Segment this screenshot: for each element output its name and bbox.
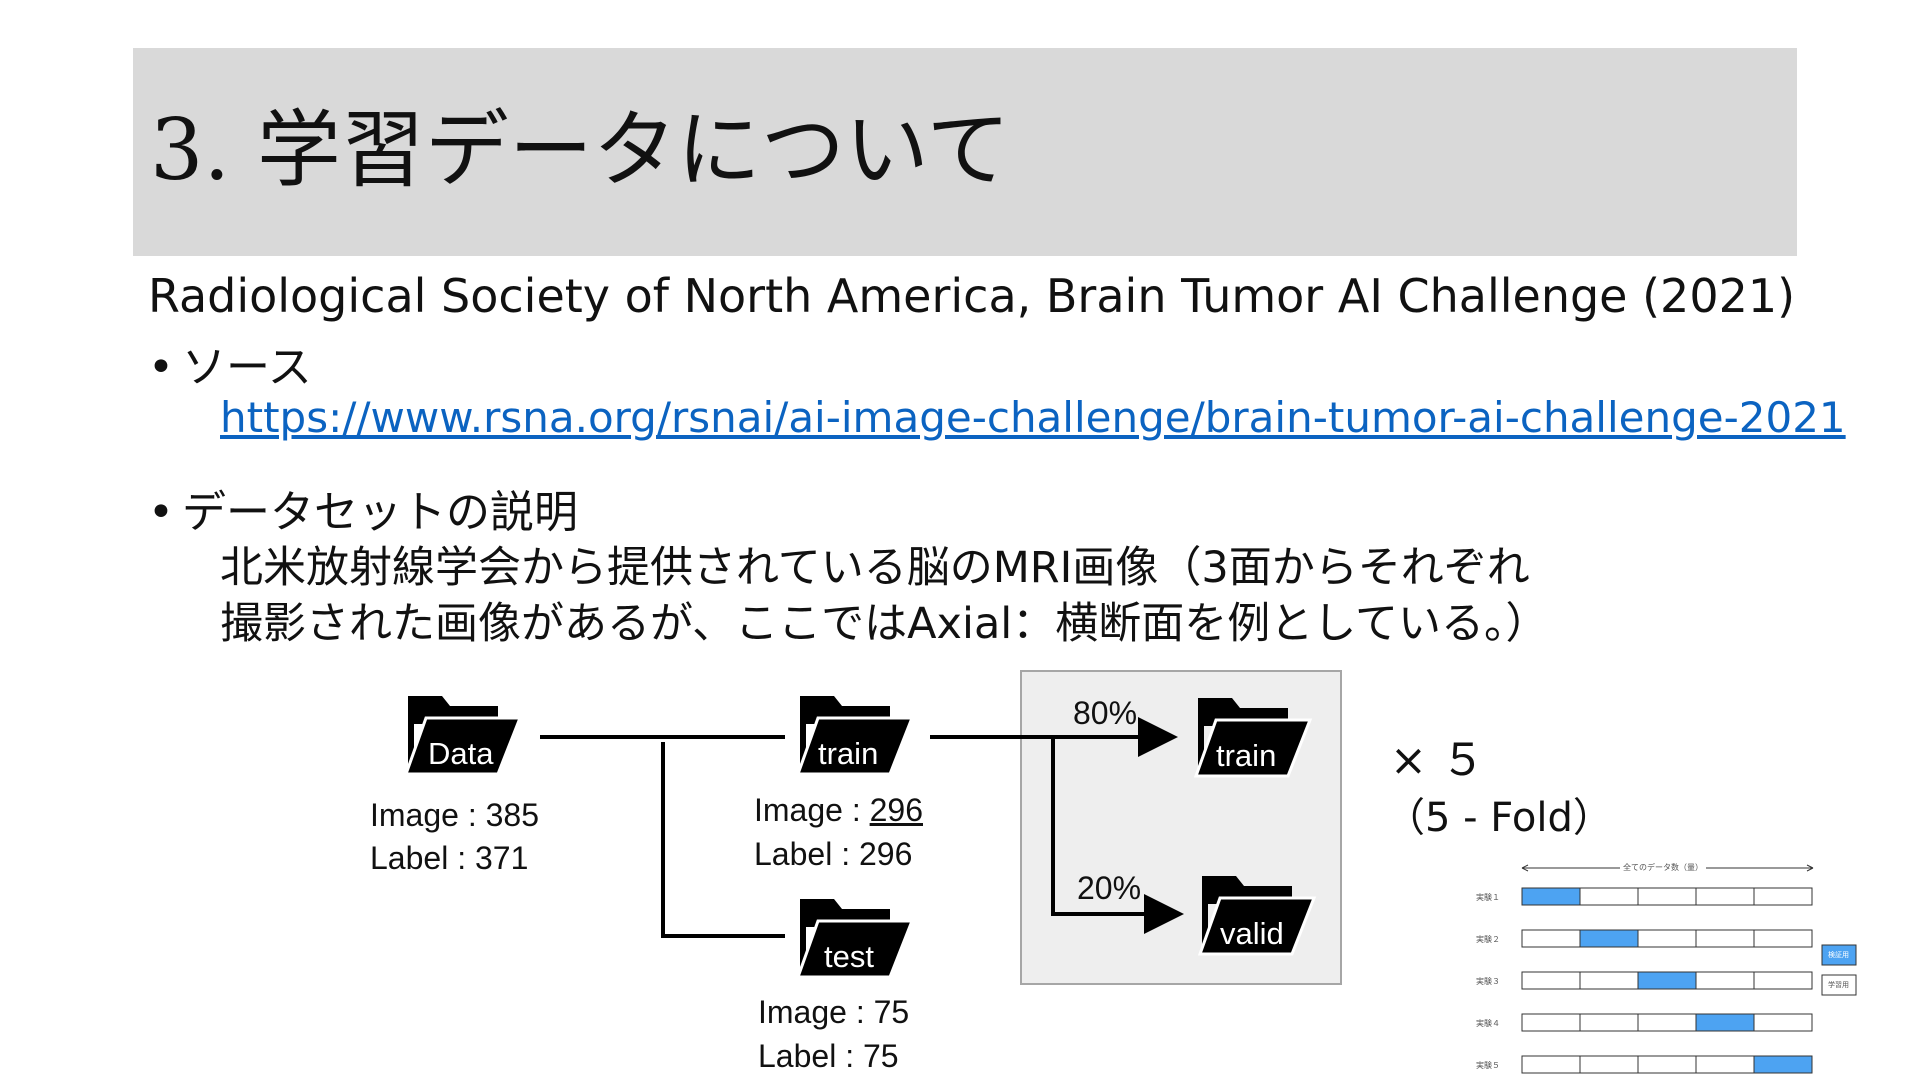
- kfold-training-cell: [1579, 971, 1639, 990]
- kfold-row-label: 実験３: [1476, 977, 1500, 986]
- kfold-training-cell: [1579, 887, 1639, 906]
- kfold-header-arrow-left: [1521, 864, 1529, 872]
- kfold-training-cell: [1695, 929, 1755, 948]
- kfold-validation-cell: [1695, 1013, 1755, 1032]
- bullet-dataset-text: データセットの説明: [182, 487, 578, 538]
- title-bar: [133, 48, 1797, 256]
- kfold-training-cell: [1753, 887, 1813, 906]
- kfold-header-arrow-right: [1806, 864, 1814, 872]
- kfold-training-cell: [1637, 887, 1697, 906]
- dataset-description-line-2: 撮影された画像があるが、ここではAxial：横断面を例としている。）: [220, 599, 1549, 649]
- kfold-row-label: 実験４: [1476, 1019, 1500, 1028]
- valid-split-arrow: [1051, 737, 1184, 934]
- kfold-validation-cell: [1579, 929, 1639, 948]
- bullet-source-text: ソース: [182, 342, 312, 393]
- kfold-training-cell: [1637, 1055, 1697, 1074]
- data-image-count: Image : 385: [370, 797, 539, 833]
- kfold-training-cell: [1695, 887, 1755, 906]
- train-split-percent: 80%: [1073, 695, 1138, 731]
- train-folder-label: train: [818, 736, 879, 771]
- test-label-count: Label : 75: [758, 1038, 899, 1074]
- kfold-training-cell: [1579, 1055, 1639, 1074]
- kfold-training-cell: [1521, 1013, 1581, 1032]
- kfold-training-cell: [1753, 971, 1813, 990]
- folder-icon: [1193, 698, 1313, 778]
- dataset-description-line-1: 北米放射線学会から提供されている脳のMRI画像（3面からそれぞれ: [220, 543, 1530, 593]
- folder-icon: [1197, 876, 1317, 956]
- slide-title: 3. 学習データについて: [150, 101, 1011, 199]
- kfold-training-cell: [1753, 1013, 1813, 1032]
- train-image-value: 296: [869, 792, 923, 828]
- bullet-dot-icon: •: [148, 487, 174, 538]
- times-five: × ５: [1390, 735, 1485, 786]
- kfold-row-label: 実験１: [1476, 893, 1500, 902]
- kfold-training-cell: [1637, 929, 1697, 948]
- kfold-row-label: 実験２: [1476, 935, 1500, 944]
- split-train-folder-label: train: [1216, 738, 1277, 773]
- data-folder: Data: [400, 690, 525, 780]
- bullet-source: •ソース: [148, 340, 312, 396]
- bullet-dot-icon: •: [148, 342, 174, 393]
- test-image-count: Image : 75: [758, 994, 910, 1030]
- kfold-legend-train: 学習用: [1828, 981, 1849, 989]
- valid-split-percent: 20%: [1077, 870, 1142, 906]
- split-train-folder: train: [1190, 692, 1315, 782]
- kfold-validation-cell: [1753, 1055, 1813, 1074]
- kfold-grid: [1521, 864, 1857, 1074]
- kfold-training-cell: [1579, 1013, 1639, 1032]
- kfold-legend-valid: 検証用: [1828, 951, 1849, 959]
- train-image-prefix: Image :: [754, 792, 870, 828]
- kfold-training-cell: [1521, 1055, 1581, 1074]
- train-label-count: Label : 296: [754, 836, 913, 872]
- kfold-row-label: 実験５: [1476, 1061, 1500, 1070]
- kfold-training-cell: [1521, 971, 1581, 990]
- data-label-count: Label : 371: [370, 840, 529, 876]
- test-folder-label: test: [824, 939, 874, 974]
- train-image-count: Image : 296: [754, 788, 923, 832]
- folder-icon: [795, 899, 915, 979]
- kfold-training-cell: [1695, 1055, 1755, 1074]
- slide-subtitle: Radiological Society of North America, B…: [148, 269, 1796, 323]
- kfold-validation-cell: [1637, 971, 1697, 990]
- kfold-training-cell: [1753, 929, 1813, 948]
- bullet-dataset: •データセットの説明: [148, 485, 578, 541]
- kfold-diagram: 全てのデータ数（量） 実験１ 実験２ 実験３ 実験４ 実験５ 検証用 学習用: [1470, 858, 1870, 1080]
- source-link[interactable]: https://www.rsna.org/rsnai/ai-image-chal…: [220, 393, 1846, 442]
- split-valid-folder-label: valid: [1220, 916, 1284, 951]
- data-folder-label: Data: [428, 736, 494, 771]
- kfold-legend-train-swatch: [1821, 974, 1857, 996]
- folder-icon: [403, 696, 523, 776]
- kfold-legend-valid-swatch: [1821, 944, 1857, 966]
- test-folder: test: [792, 893, 917, 983]
- kfold-training-cell: [1521, 929, 1581, 948]
- split-valid-folder: valid: [1194, 870, 1319, 960]
- train-folder: train: [792, 690, 917, 780]
- kfold-validation-cell: [1521, 887, 1581, 906]
- data-to-test-line: [661, 742, 785, 938]
- kfold-header: 全てのデータ数（量）: [1620, 862, 1706, 873]
- kfold-training-cell: [1695, 971, 1755, 990]
- folder-icon: [795, 696, 915, 776]
- five-fold-label: （5 - Fold）: [1385, 795, 1613, 841]
- kfold-training-cell: [1637, 1013, 1697, 1032]
